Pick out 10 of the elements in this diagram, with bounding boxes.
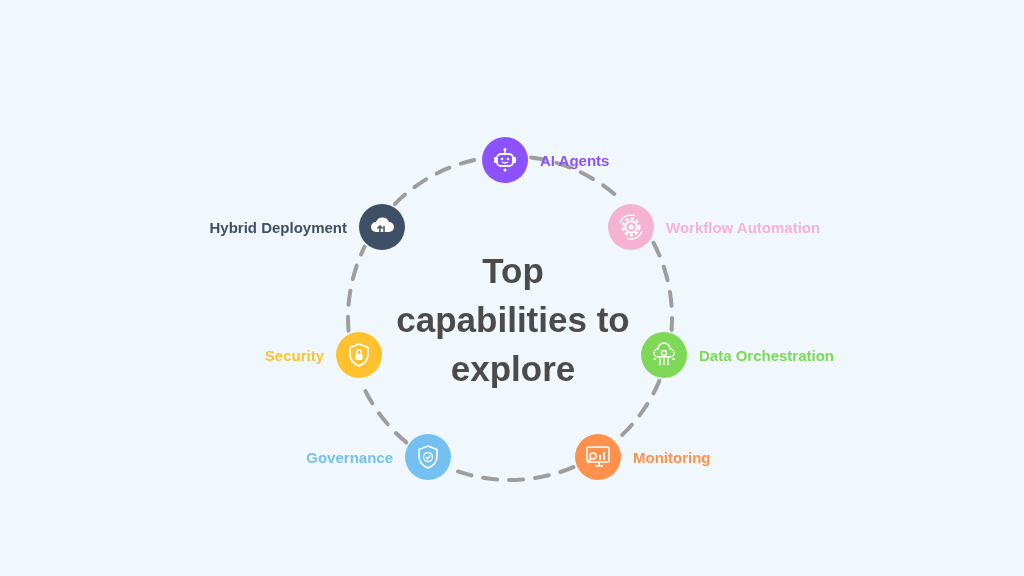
capability-label: Hybrid Deployment xyxy=(209,218,347,236)
capability-label: Data Orchestration xyxy=(699,346,835,364)
capability-label: AI Agents xyxy=(540,151,610,169)
capability-label: Security xyxy=(264,346,324,364)
capability-label: Governance xyxy=(306,448,393,466)
dashed-connector xyxy=(346,244,367,333)
title: Top capabilities to explore xyxy=(395,250,631,390)
capability-label: Monitoring xyxy=(633,448,711,466)
capability-label: Workflow Automation xyxy=(666,218,821,236)
dashed-connector xyxy=(651,240,674,332)
